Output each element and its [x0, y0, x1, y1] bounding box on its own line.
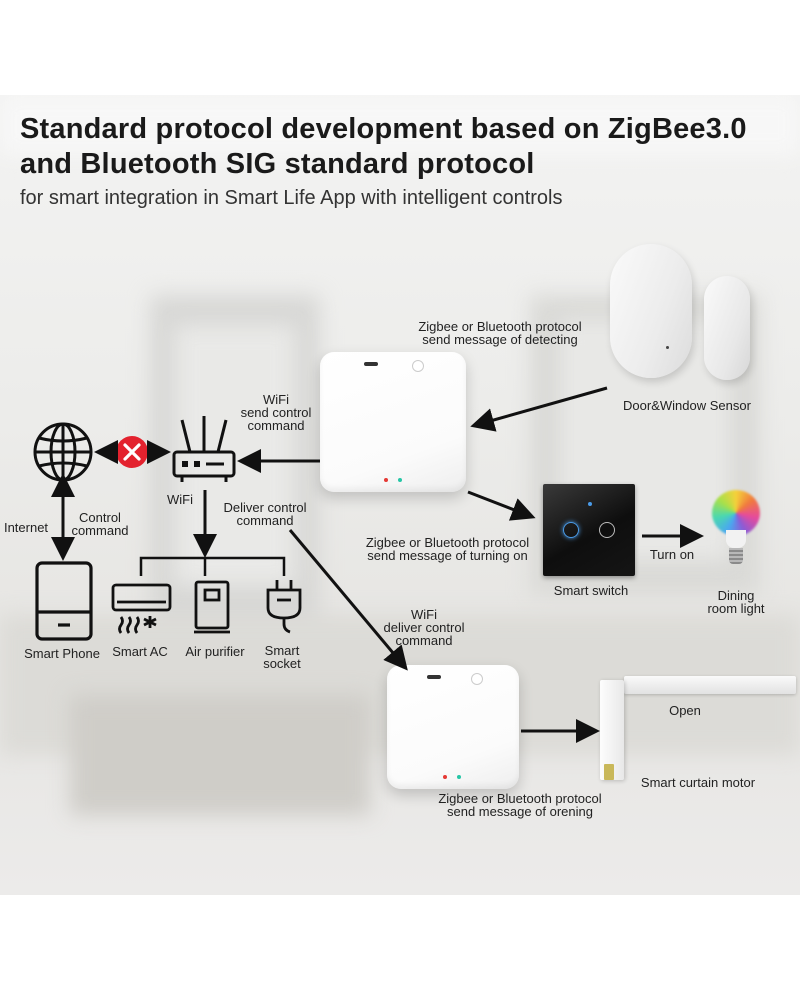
label-smart-switch: Smart switch: [553, 583, 629, 598]
gateway-hub-secondary: [387, 665, 519, 789]
plug-icon: [266, 580, 302, 634]
door-window-magnet: [704, 276, 750, 380]
label-internet: Internet: [3, 520, 49, 535]
label-air-purifier: Air purifier: [185, 644, 245, 659]
title-line-2: and Bluetooth SIG standard protocol: [20, 148, 535, 180]
door-window-sensor-device: [610, 244, 698, 382]
curtain-motor-device: [598, 676, 798, 796]
page-title: Standard protocol development based on Z…: [20, 112, 790, 182]
label-turn-on: Turn on: [649, 547, 695, 562]
close-icon: [116, 436, 148, 468]
arrow-router-to-hub2: [288, 529, 408, 671]
arrow-hub-to-switch: [467, 490, 536, 521]
title-line-1: Standard protocol development based on Z…: [20, 113, 747, 145]
air-purifier-icon: [194, 580, 230, 634]
label-open: Open: [669, 703, 701, 718]
bulb-icon: [712, 490, 762, 582]
label-router-wifi: WiFi: [167, 492, 193, 507]
label-door-window-sensor: Door&Window Sensor: [623, 398, 751, 413]
router-icon: [172, 416, 236, 482]
air-conditioner-icon: [111, 583, 172, 634]
gateway-hub-main: [320, 352, 466, 492]
page-subtitle: for smart integration in Smart Life App …: [20, 187, 563, 209]
label-smart-curtain-motor: Smart curtain motor: [640, 775, 756, 790]
globe-icon: [33, 422, 93, 482]
phone-icon: [35, 561, 93, 641]
arrow-sensor-to-hub: [470, 386, 608, 432]
smart-switch-device: [543, 484, 635, 576]
label-smart-phone: Smart Phone: [24, 646, 100, 661]
appliance-bracket: [139, 556, 286, 576]
label-smart-ac: Smart AC: [112, 644, 168, 659]
